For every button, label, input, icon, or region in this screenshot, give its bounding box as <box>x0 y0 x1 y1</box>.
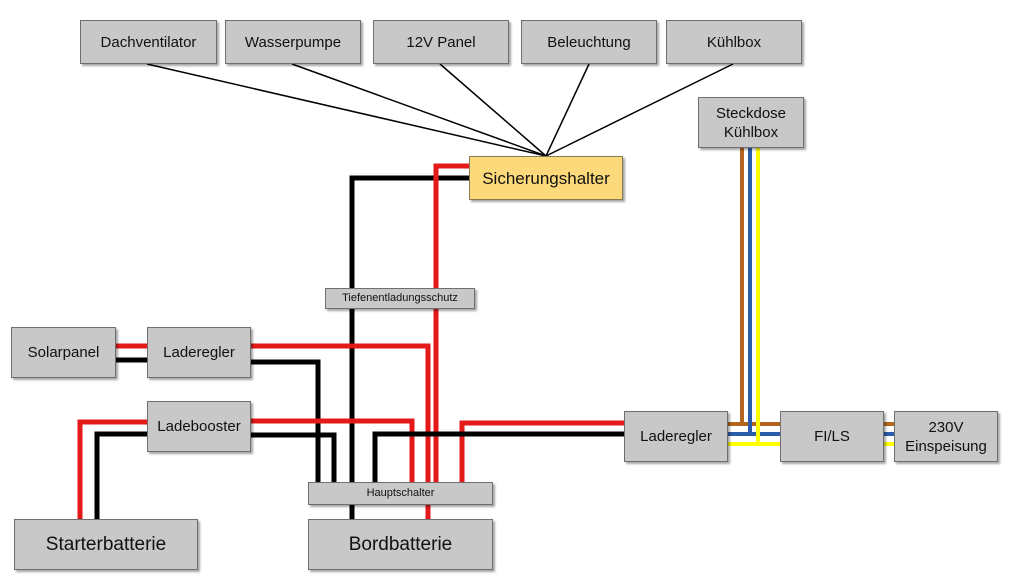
consumer-beleuchtung-label: Beleuchtung <box>547 33 631 51</box>
wire-ac-neutral <box>748 148 780 436</box>
laderegler-230v-label: Laderegler <box>640 428 712 445</box>
fi-ls-label: FI/LS <box>814 428 850 445</box>
consumer-12v-panel: 12V Panel <box>373 20 509 64</box>
starterbatterie: Starterbatterie <box>14 519 198 570</box>
wire-fuse-positive <box>433 163 470 482</box>
sicherungshalter-label: Sicherungshalter <box>482 168 610 188</box>
wire-booster-negative <box>251 432 337 482</box>
consumer-wasserpumpe: Wasserpumpe <box>225 20 361 64</box>
einspeisung-230v: 230V Einspeisung <box>894 411 998 462</box>
consumer-12v-panel-label: 12V Panel <box>406 33 476 51</box>
fi-ls: FI/LS <box>780 411 884 462</box>
line-dachventilator <box>146 63 547 157</box>
wire-booster-positive <box>251 418 415 482</box>
consumer-dachventilator-label: Dachventilator <box>100 33 197 51</box>
steckdose-kuehlbox: Steckdose Kühlbox <box>698 97 804 148</box>
steckdose-line1: Steckdose <box>715 104 787 122</box>
einspeisung-line2: Einspeisung <box>905 437 987 455</box>
bordbatterie: Bordbatterie <box>308 519 493 570</box>
hauptschalter-label: Hauptschalter <box>366 487 435 499</box>
solarpanel: Solarpanel <box>11 327 116 378</box>
ladebooster-label: Ladebooster <box>157 418 241 435</box>
wire-starter-negative <box>94 431 148 520</box>
tiefenentladungsschutz-label: Tiefenentladungsschutz <box>342 292 458 304</box>
wire-laderegler-positive <box>251 343 431 520</box>
steckdose-line2: Kühlbox <box>723 123 779 141</box>
laderegler-230v: Laderegler <box>624 411 728 462</box>
wire-ac-earth <box>756 148 780 446</box>
wire-230-laderegler-negative <box>372 431 624 482</box>
wire-laderegler-negative <box>251 359 321 482</box>
consumer-kuehlbox-label: Kühlbox <box>706 33 762 51</box>
sicherungshalter: Sicherungshalter <box>469 156 623 200</box>
starterbatterie-label: Starterbatterie <box>45 534 167 555</box>
laderegler-solar: Laderegler <box>147 327 251 378</box>
hauptschalter: Hauptschalter <box>308 482 493 505</box>
consumer-beleuchtung: Beleuchtung <box>521 20 657 64</box>
wire-fuse-negative <box>349 175 470 520</box>
ladebooster: Ladebooster <box>147 401 251 452</box>
line-kuehlbox <box>545 63 734 157</box>
consumer-dachventilator: Dachventilator <box>80 20 217 64</box>
einspeisung-line1: 230V <box>928 418 964 436</box>
line-wasserpumpe <box>291 63 547 157</box>
bordbatterie-label: Bordbatterie <box>348 534 453 555</box>
laderegler-solar-label: Laderegler <box>163 344 235 361</box>
line-12v-panel <box>439 63 547 157</box>
solarpanel-label: Solarpanel <box>27 344 100 361</box>
wire-230-laderegler-positive <box>459 420 624 482</box>
consumer-wasserpumpe-label: Wasserpumpe <box>244 33 342 51</box>
consumer-kuehlbox: Kühlbox <box>666 20 802 64</box>
wire-starter-positive <box>77 419 148 520</box>
line-beleuchtung <box>545 63 590 157</box>
tiefenentladungsschutz: Tiefenentladungsschutz <box>325 288 475 309</box>
wire-ac-phase <box>740 148 780 426</box>
